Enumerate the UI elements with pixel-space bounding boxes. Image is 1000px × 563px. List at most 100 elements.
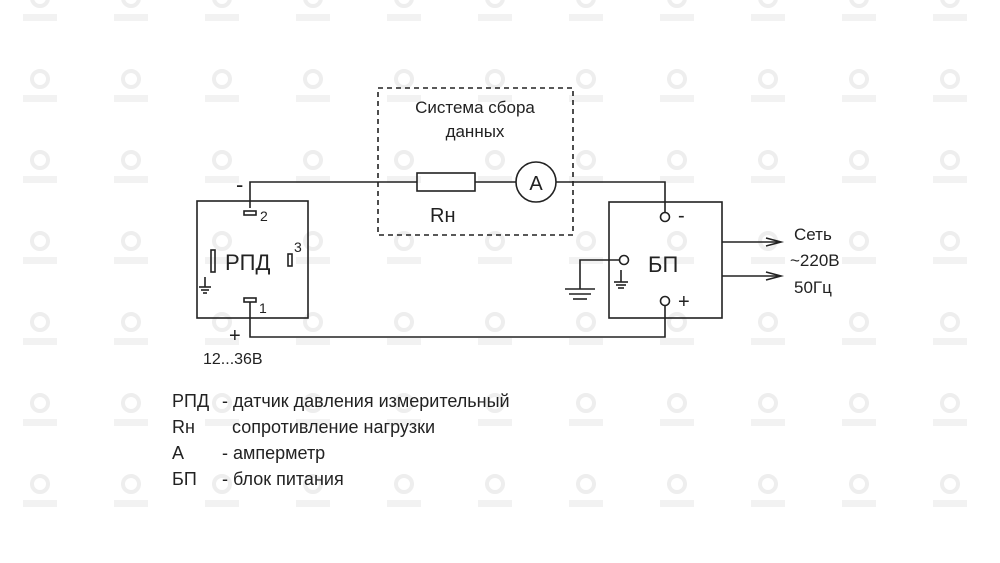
sensor-box xyxy=(196,200,309,319)
watermark-logo xyxy=(933,69,967,102)
watermark-logo xyxy=(296,69,330,102)
watermark-logo xyxy=(387,0,421,21)
legend-row: РПД - датчик давления измерительный xyxy=(172,388,510,414)
mains-arrows xyxy=(722,237,785,281)
mains-label-3: 50Гц xyxy=(794,278,832,297)
sensor-label: РПД xyxy=(225,250,270,275)
watermark-logo xyxy=(842,150,876,183)
watermark-logo xyxy=(660,474,694,507)
mains-label-2: ~220В xyxy=(790,251,840,270)
watermark-logo xyxy=(569,474,603,507)
watermark-logo xyxy=(387,69,421,102)
watermark-logo xyxy=(23,312,57,345)
watermark-logo xyxy=(387,312,421,345)
watermark-logo xyxy=(751,69,785,102)
legend-key: А xyxy=(172,443,185,463)
watermark-logo xyxy=(114,150,148,183)
watermark-logo xyxy=(387,231,421,264)
watermark-logo xyxy=(933,0,967,21)
watermark-logo xyxy=(569,0,603,21)
legend: РПД - датчик давления измерительный Rн со… xyxy=(172,388,510,492)
watermark-logo xyxy=(296,0,330,21)
psu-ground-icon xyxy=(614,270,628,289)
voltage-range: 12...36В xyxy=(203,351,263,368)
watermark-logo xyxy=(478,393,512,426)
daq-label-2: данных xyxy=(446,122,505,141)
watermark-logo xyxy=(842,312,876,345)
watermark-logo xyxy=(296,312,330,345)
watermark-logo xyxy=(23,69,57,102)
mains-label-1: Сеть xyxy=(794,225,832,244)
negative-wire xyxy=(249,181,417,208)
watermark-logo xyxy=(751,312,785,345)
watermark-logo xyxy=(205,69,239,102)
earth-ground-icon xyxy=(565,288,595,300)
watermark-logo xyxy=(23,0,57,21)
watermark-logo xyxy=(933,150,967,183)
positive-wire xyxy=(249,302,666,338)
watermark-logo xyxy=(751,393,785,426)
watermark-logo xyxy=(23,231,57,264)
legend-desc: - блок питания xyxy=(222,469,344,489)
legend-key: БП xyxy=(172,469,197,489)
watermark-logo xyxy=(569,150,603,183)
watermark-logo xyxy=(660,312,694,345)
watermark-logo xyxy=(205,231,239,264)
ground-wire xyxy=(579,259,619,289)
watermark-logo xyxy=(842,474,876,507)
psu-minus-label: - xyxy=(678,205,685,227)
watermark-logo xyxy=(205,0,239,21)
watermark-logo xyxy=(842,69,876,102)
legend-row: А- амперметр xyxy=(172,440,510,466)
pin-3 xyxy=(287,253,293,267)
watermark-logo xyxy=(933,474,967,507)
watermark-logo xyxy=(478,69,512,102)
psu-minus-terminal xyxy=(659,211,671,223)
pin-1 xyxy=(243,297,257,303)
legend-row: Rн сопротивление нагрузки xyxy=(172,414,510,440)
watermark-logo xyxy=(933,393,967,426)
watermark-logo xyxy=(751,474,785,507)
watermark-logo xyxy=(205,150,239,183)
psu-label: БП xyxy=(648,252,678,277)
resistor-label: Rн xyxy=(430,205,456,227)
watermark-logo xyxy=(114,393,148,426)
watermark-logo xyxy=(842,231,876,264)
watermark-logo xyxy=(478,150,512,183)
watermark-logo xyxy=(751,150,785,183)
watermark-logo xyxy=(205,393,239,426)
watermark-logo xyxy=(387,150,421,183)
ground-icon xyxy=(199,277,211,294)
psu-plus-label: + xyxy=(678,291,690,313)
watermark-logo xyxy=(660,69,694,102)
watermark-logo xyxy=(114,231,148,264)
watermark-logo xyxy=(296,393,330,426)
watermark-logo xyxy=(205,312,239,345)
watermark-logo xyxy=(842,0,876,21)
legend-key: Rн xyxy=(172,417,195,437)
watermark-logo xyxy=(23,150,57,183)
legend-key: РПД xyxy=(172,391,210,411)
watermark-logo xyxy=(114,69,148,102)
pin-2 xyxy=(243,210,257,216)
watermark-logo xyxy=(114,312,148,345)
watermark-logo xyxy=(23,474,57,507)
watermark-logo xyxy=(933,231,967,264)
legend-row: БП - блок питания xyxy=(172,466,510,492)
watermark-logo xyxy=(387,393,421,426)
watermark-logo xyxy=(569,393,603,426)
watermark-logo xyxy=(751,0,785,21)
watermark-logo xyxy=(478,312,512,345)
watermark-logo xyxy=(296,231,330,264)
watermark-logo xyxy=(296,474,330,507)
legend-desc: - датчик давления измерительный xyxy=(222,391,510,411)
pin-3-label: 3 xyxy=(294,239,302,255)
resistor xyxy=(416,172,476,192)
psu-plus-terminal xyxy=(659,295,671,307)
psu-ground-terminal xyxy=(618,254,630,266)
watermark-logo xyxy=(660,150,694,183)
watermark-logo xyxy=(114,0,148,21)
watermark-logo xyxy=(205,474,239,507)
